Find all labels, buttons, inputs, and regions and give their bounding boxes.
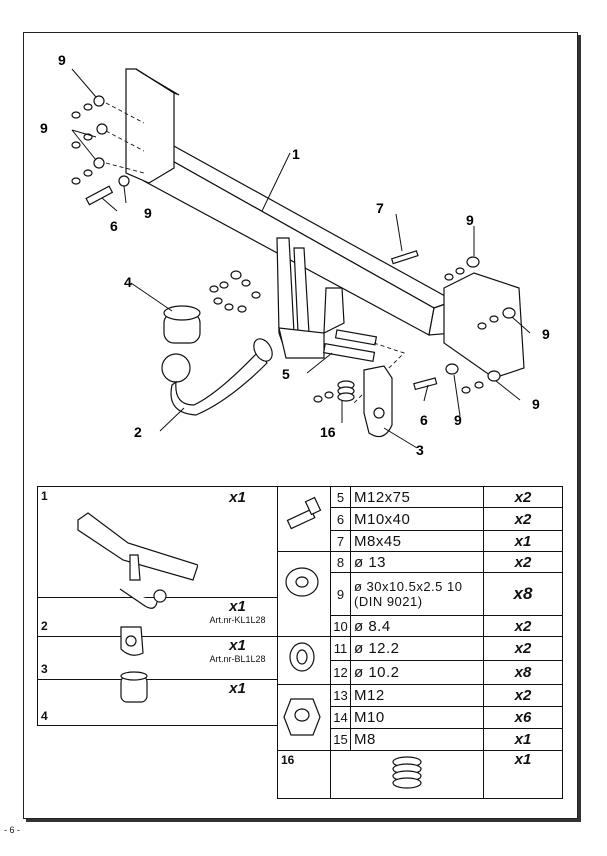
part-2-cell: 2 [37,588,198,637]
washer-icon-cell [277,551,331,637]
part-number: 10 [330,615,351,637]
center-fasteners [209,270,405,404]
callout-label: 9 [542,326,550,342]
part-spec: ø 13 [350,551,484,573]
part-number: 8 [330,551,351,573]
part-spec: M12 [350,684,484,707]
hex-nut-icon [283,698,321,736]
part-quantity: x2 [483,615,563,637]
tow-bar-crossmember [125,68,525,379]
part-number: 4 [41,709,48,723]
part-quantity: x1 [229,489,246,506]
part-number: 7 [330,530,351,552]
part-quantity: x1 [229,637,246,654]
callout-label: 4 [124,274,132,290]
left-parts-table: 1 x1 2 x1 Art.nr-KL1L28 [37,486,278,726]
callout-label: 3 [416,442,424,458]
right-fasteners [390,250,516,394]
part-3-cell: 3 [37,626,198,680]
callout-label: 9 [532,396,540,412]
crossmember-thumbnail [77,512,198,581]
page-number: - 6 - [4,825,21,835]
part-quantity: x2 [483,551,563,573]
nut-icon-cell [277,684,331,751]
part-1-cell: 1 [37,486,198,598]
callout-label: 5 [282,366,290,382]
part-quantity: x2 [483,636,563,661]
spring-icon-cell [330,750,484,799]
bolt-icon-cell [277,486,331,552]
part-number: 14 [330,706,351,729]
ball-cover-thumbnail [120,671,148,703]
part-quantity: x8 [483,572,563,616]
part-number: 16 [277,750,331,799]
callout-label: 6 [110,218,118,234]
part-quantity: x8 [483,660,563,685]
spring-washer-icon [289,642,315,672]
left-fasteners [71,95,145,206]
article-number: Art.nr-BL1L28 [209,654,266,664]
ball-neck-thumbnail [119,588,167,609]
right-parts-table: 5 M12x75 x2 6 M10x40 x2 7 M8x45 x1 8 ø 1… [277,486,563,799]
callout-label: 6 [420,412,428,428]
ball-neck [161,338,273,416]
part-spec: ø 10.2 [350,660,484,685]
part-spec: M10 [350,706,484,729]
part-spec: M8x45 [350,530,484,552]
spring-icon [392,756,422,789]
part-quantity: x2 [483,486,563,508]
spring [313,380,355,403]
part-number: 13 [330,684,351,707]
callout-label: 2 [134,424,142,440]
part-spec: ø 30x10.5x2.5 10 (DIN 9021) [350,572,484,616]
part-2-qty-cell: x1 Art.nr-KL1L28 [198,597,278,637]
flat-washer-icon [285,567,319,597]
part-4-cell: 4 [37,671,198,726]
part-spec: M10x40 [350,507,484,531]
bolt-icon [286,496,322,530]
part-spec: ø 12.2 [350,636,484,661]
part-quantity: x1 [483,530,563,552]
callout-label: 1 [292,146,300,162]
callout-label: 9 [144,205,152,221]
callout-label: 9 [466,212,474,228]
ball-cover [163,305,201,344]
callout-label: 9 [58,52,66,68]
spring-washer-icon-cell [277,636,331,685]
part-number: 12 [330,660,351,685]
part-quantity: x6 [483,706,563,729]
part-quantity: x1 [229,680,246,697]
part-quantity: x1 [483,750,563,799]
callout-label: 16 [320,424,336,440]
part-number: 5 [330,486,351,508]
part-number: 15 [330,728,351,751]
part-1-qty-cell: x1 [198,486,278,598]
part-quantity: x1 [229,598,246,615]
callout-label: 9 [40,120,48,136]
part-spec: M12x75 [350,486,484,508]
part-quantity: x2 [483,507,563,531]
part-number: 11 [330,636,351,661]
socket-plate-thumbnail [120,626,144,656]
part-quantity: x2 [483,684,563,707]
part-spec: M8 [350,728,484,751]
part-number: 3 [41,662,48,676]
socket-plate [363,365,393,438]
part-number: 1 [41,489,48,503]
part-quantity: x1 [483,728,563,751]
part-3-qty-cell: x1 Art.nr-BL1L28 [198,636,278,680]
article-number: Art.nr-KL1L28 [209,615,266,625]
part-4-qty-cell: x1 [198,679,278,726]
part-number: 6 [330,507,351,531]
part-spec: ø 8.4 [350,615,484,637]
callout-label: 9 [454,412,462,428]
callout-label: 7 [376,200,384,216]
part-number: 9 [330,572,351,616]
part-number: 2 [41,619,48,633]
